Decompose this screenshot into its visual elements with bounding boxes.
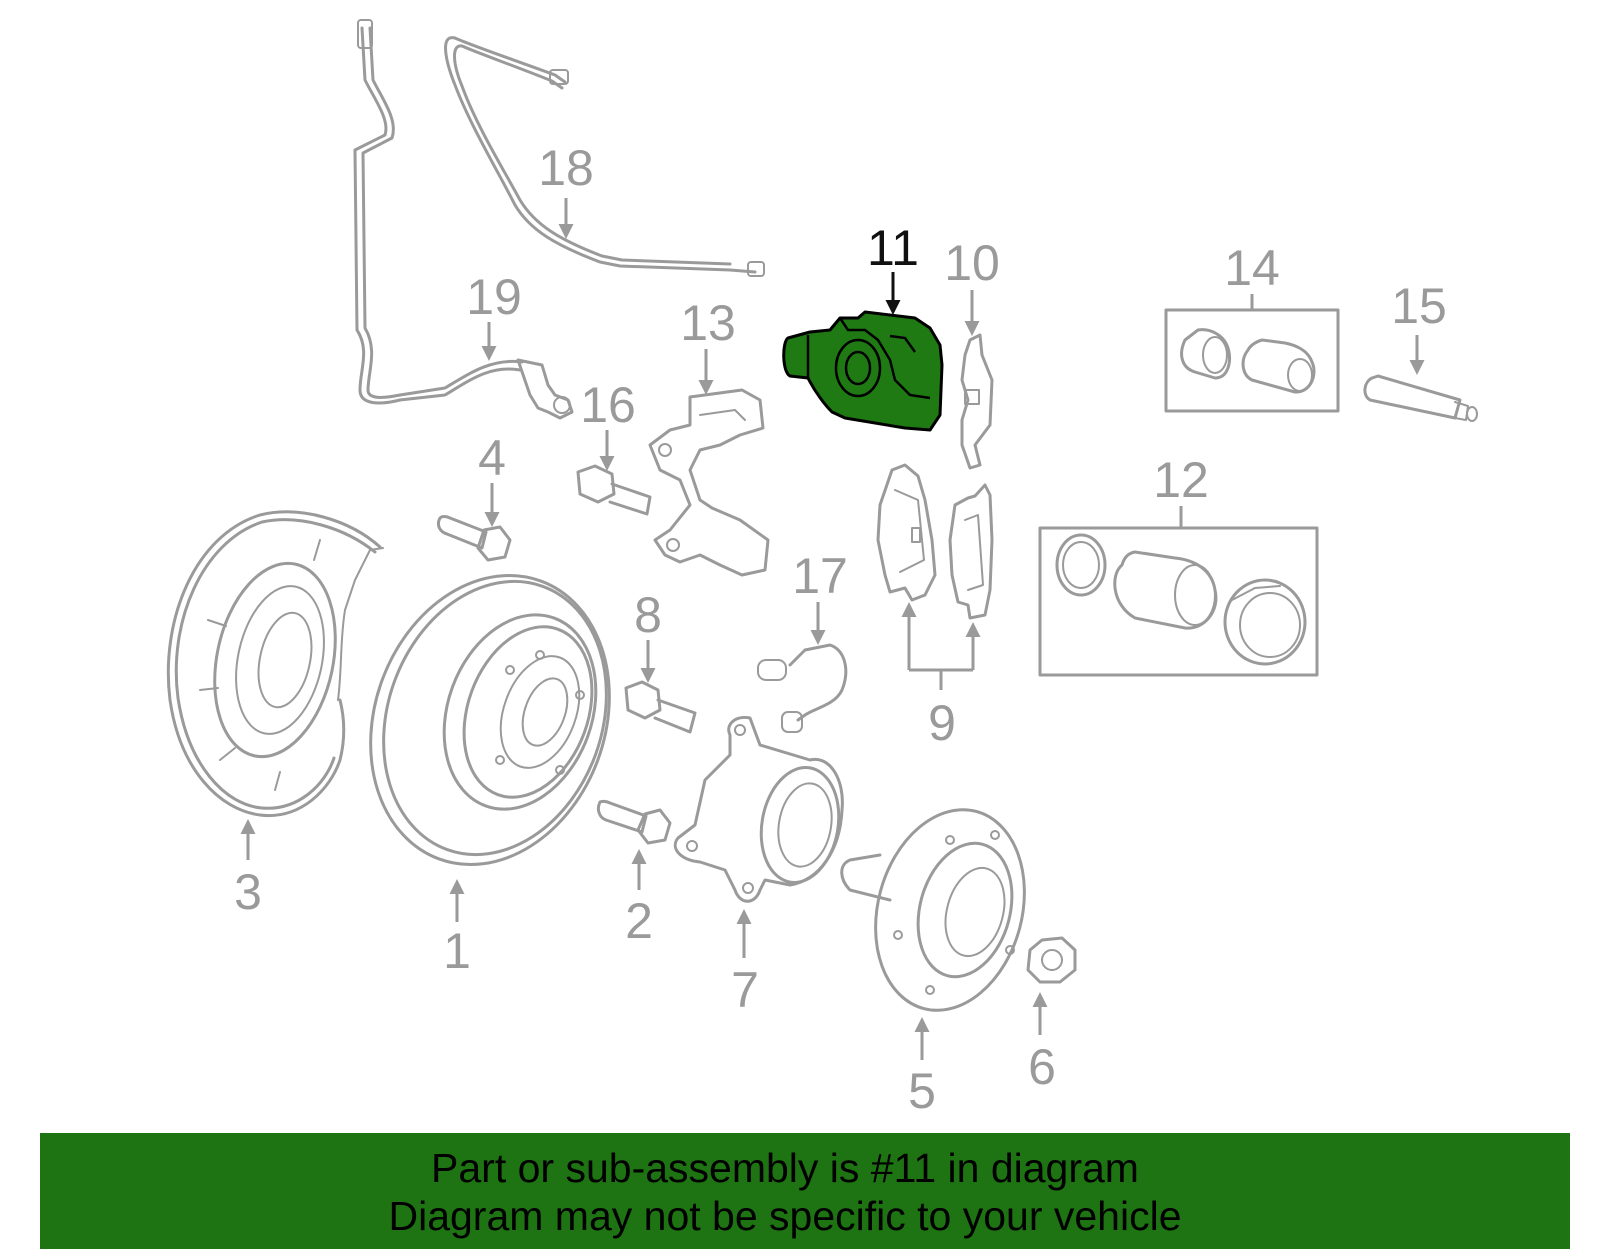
part-8-bolt (624, 680, 697, 734)
callout-17: 17 (792, 548, 848, 604)
callout-14: 14 (1224, 240, 1280, 296)
part-13-caliper-carrier (648, 388, 770, 577)
part-11-brake-caliper (782, 310, 944, 432)
part-10-anti-rattle-spring (960, 333, 994, 470)
callout-19: 19 (466, 269, 522, 325)
part-18-brake-hose (444, 36, 765, 277)
callout-labels: 18 19 13 11 10 14 15 16 4 12 17 8 9 3 1 … (234, 140, 1447, 1119)
callout-3: 3 (234, 864, 262, 920)
callout-7: 7 (731, 962, 759, 1018)
callout-18: 18 (538, 140, 594, 196)
callout-12: 12 (1153, 452, 1209, 508)
callout-16: 16 (580, 377, 636, 433)
part-5-wheel-hub (840, 808, 1026, 1012)
callout-4: 4 (478, 430, 506, 486)
part-17-wear-sensor (757, 643, 848, 733)
callout-6: 6 (1028, 1039, 1056, 1095)
part-3-splash-shield (166, 510, 384, 818)
callout-10: 10 (944, 235, 1000, 291)
callout-13: 13 (680, 295, 736, 351)
callout-9: 9 (928, 695, 956, 751)
callout-1: 1 (443, 923, 471, 979)
callout-11: 11 (867, 220, 919, 276)
callout-8: 8 (634, 587, 662, 643)
part-9-brake-pads (876, 463, 994, 620)
part-1-brake-rotor (369, 573, 611, 867)
part-14-kit (1164, 308, 1340, 413)
banner-line-disclaimer: Diagram may not be specific to your vehi… (388, 1193, 1182, 1239)
part-12-kit (1038, 526, 1319, 677)
part-7-bearing-housing (673, 715, 844, 903)
callout-5: 5 (908, 1063, 936, 1119)
part-6-axle-nut (1026, 936, 1077, 984)
callout-15: 15 (1391, 278, 1447, 334)
leader-lines (240, 198, 1425, 1060)
part-19-speed-sensor-wire (353, 19, 574, 420)
callout-2: 2 (625, 893, 653, 949)
part-info-banner: Part or sub-assembly is #11 in diagram D… (40, 1133, 1570, 1249)
part-15-guide-pin (1363, 374, 1478, 422)
part-16-bolt (576, 464, 652, 516)
banner-line-part-number: Part or sub-assembly is #11 in diagram (431, 1145, 1139, 1191)
part-4-bolt (436, 515, 512, 562)
part-2-bolt (596, 799, 672, 845)
